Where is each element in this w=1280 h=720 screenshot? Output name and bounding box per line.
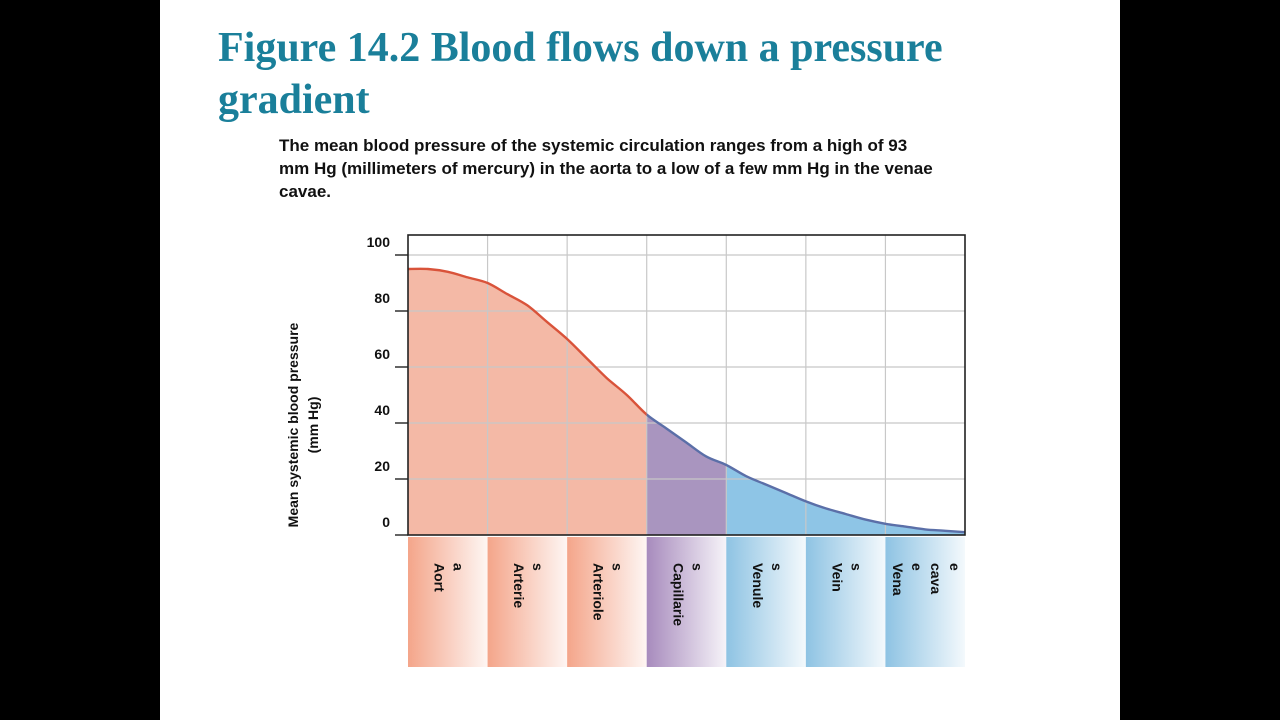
venous-area <box>726 464 965 535</box>
y-tick-label: 0 <box>382 514 390 530</box>
y-tick-label: 100 <box>367 234 391 250</box>
y-tick-label: 60 <box>374 346 390 362</box>
category-label: Vena <box>890 563 906 596</box>
category-label: s <box>848 563 864 571</box>
plot-frame <box>407 234 966 536</box>
y-tick-label: 80 <box>374 290 390 306</box>
arterial-area <box>408 268 647 535</box>
pressure-curve-venous <box>646 413 966 534</box>
category-label: s <box>610 563 626 571</box>
category-label: Vein <box>829 563 845 592</box>
category-band-venae-cavae <box>885 537 965 667</box>
capillary-area <box>646 414 727 535</box>
category-band-arteries <box>487 537 568 667</box>
category-label: s <box>769 563 785 571</box>
category-band-arterioles <box>567 537 647 667</box>
category-band-venules <box>726 537 806 667</box>
category-label: Arteriole <box>591 563 607 621</box>
category-label: cava <box>928 563 944 594</box>
category-label: a <box>451 563 467 571</box>
pressure-curve-arterial <box>407 267 647 417</box>
category-label: s <box>530 563 546 571</box>
category-label: Capillarie <box>670 563 686 626</box>
category-label: e <box>909 563 925 571</box>
category-label: Arterie <box>511 563 527 608</box>
slide-subtitle: The mean blood pressure of the systemic … <box>279 136 933 201</box>
y-axis-label: (mm Hg) <box>305 397 321 454</box>
category-label: e <box>947 563 963 571</box>
category-label: s <box>689 563 705 571</box>
category-label: Aort <box>432 563 448 592</box>
category-label: Venule <box>750 563 766 608</box>
y-axis-label: Mean systemic blood pressure <box>285 322 301 527</box>
slide-title: Figure 14.2 Blood flows down a pressure … <box>218 25 943 123</box>
category-band-veins <box>805 537 886 667</box>
y-tick-label: 20 <box>374 458 390 474</box>
category-band-aorta <box>408 537 488 667</box>
category-band-capillaries <box>646 537 727 667</box>
slide: Figure 14.2 Blood flows down a pressure … <box>160 0 1120 720</box>
y-tick-label: 40 <box>374 402 390 418</box>
